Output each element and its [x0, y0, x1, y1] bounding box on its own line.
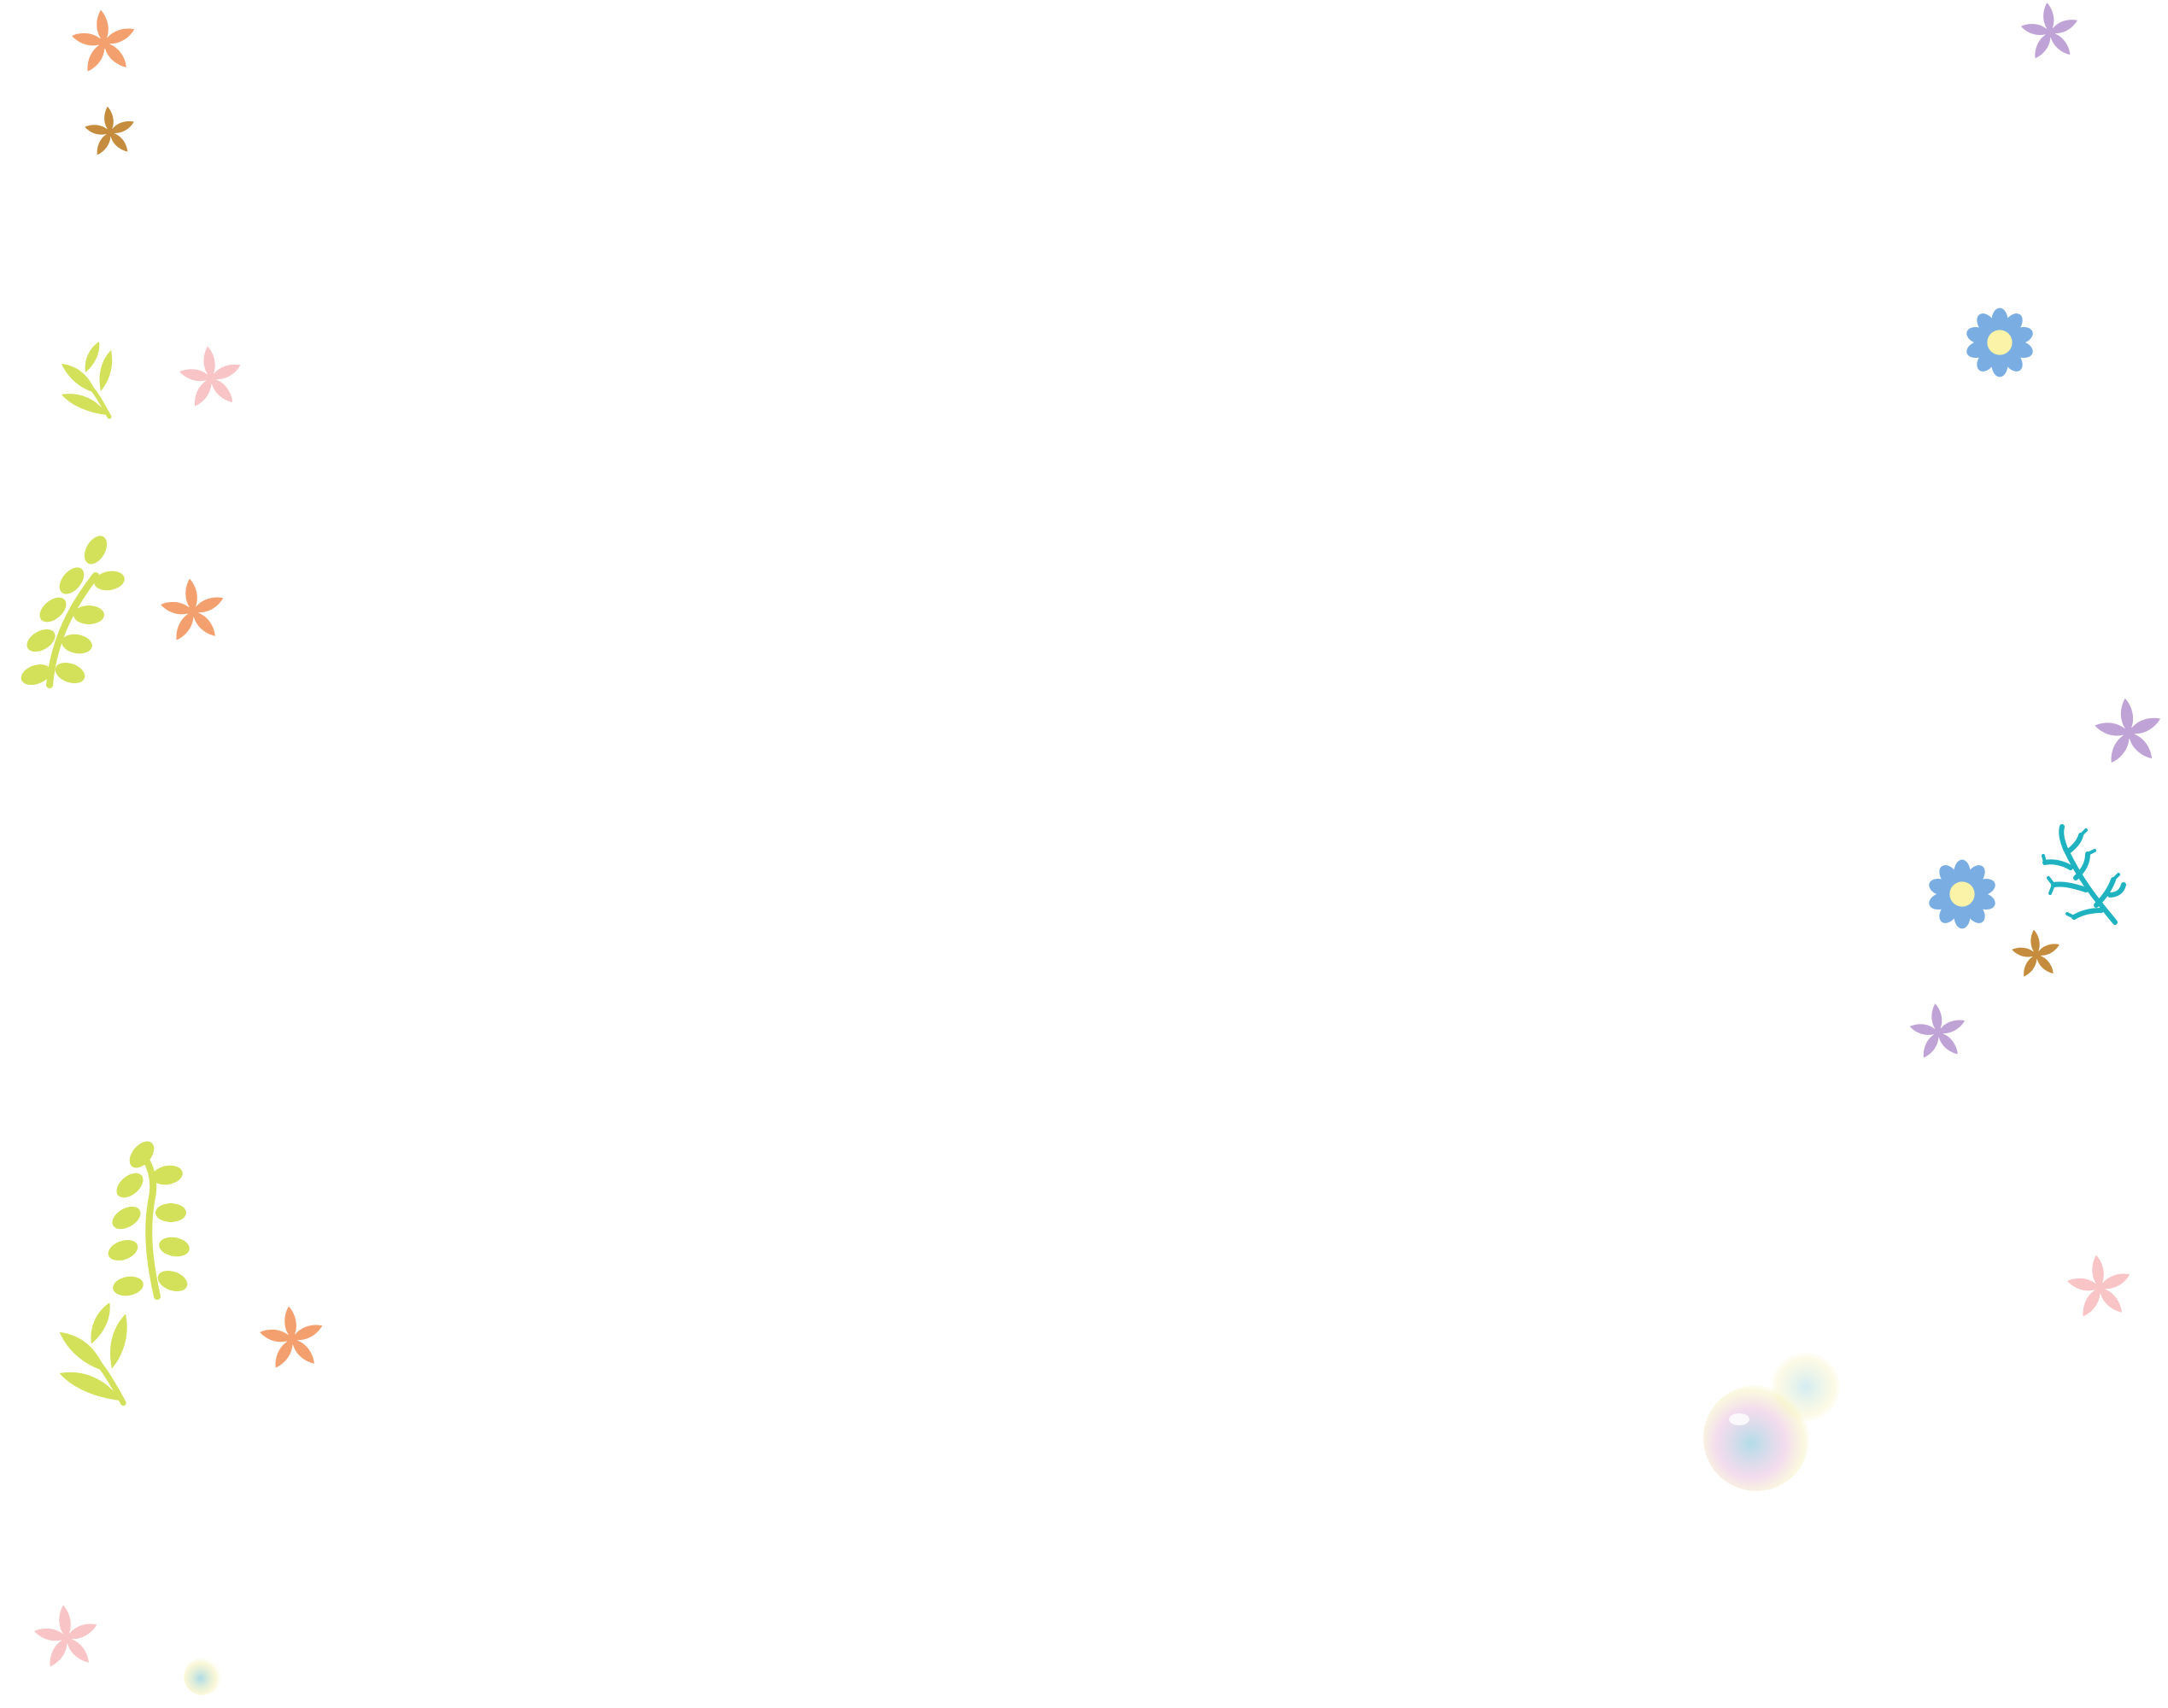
- star-flower-icon: [1907, 1001, 1970, 1064]
- star-flower-icon: [256, 1303, 328, 1375]
- star-flower-icon: [2064, 1252, 2136, 1324]
- bubble-cluster-icon: [1703, 1349, 1845, 1500]
- bubble-icon: [181, 1655, 224, 1698]
- daisy-flower-icon: [1925, 857, 1999, 931]
- star-flower-icon: [176, 343, 246, 413]
- leafy-stem-icon: [17, 535, 128, 692]
- star-flower-icon: [157, 576, 229, 647]
- star-flower-icon: [2009, 927, 2064, 982]
- leaf-sprig-icon: [44, 1298, 152, 1407]
- daisy-flower-icon: [1963, 306, 2036, 379]
- coral-icon: [2042, 823, 2126, 929]
- star-flower-icon: [82, 104, 138, 161]
- star-flower-icon: [68, 7, 140, 79]
- star-flower-icon: [2018, 0, 2083, 65]
- leaf-sprig-icon: [56, 338, 125, 420]
- star-flower-icon: [31, 1602, 103, 1674]
- star-flower-icon: [2091, 695, 2166, 770]
- leafy-stem-icon: [108, 1141, 196, 1301]
